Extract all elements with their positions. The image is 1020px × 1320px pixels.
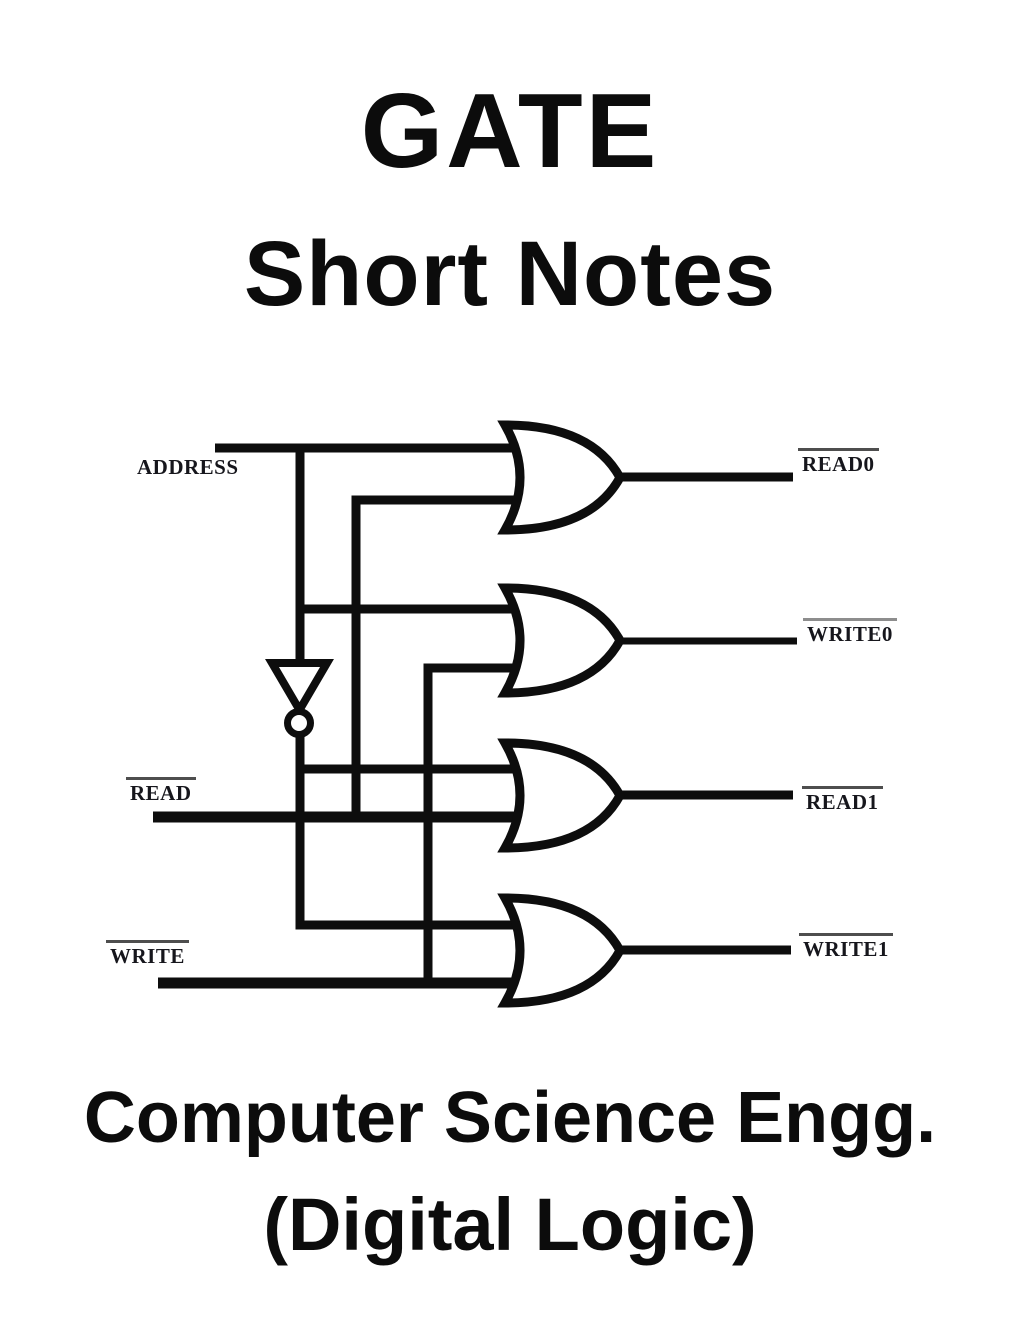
output-label-write0-text: WRITE0 [803,618,897,645]
output-label-write1: WRITE1 [799,933,893,960]
or-gate-read0 [497,420,626,535]
footer-line2: (Digital Logic) [263,1183,757,1266]
input-label-read: READ [126,777,196,804]
output-label-write0: WRITE0 [803,618,897,645]
output-label-write1-text: WRITE1 [799,933,893,960]
input-label-address: ADDRESS [137,457,239,478]
output-label-read1: READ1 [802,786,883,813]
not-gate-triangle [265,659,334,718]
subtitle: Short Notes [243,223,777,325]
input-label-write-text: WRITE [106,940,189,967]
input-label-write: WRITE [106,940,189,967]
footer-line1: Computer Science Engg. [83,1078,937,1158]
or-gate-write0 [497,583,626,698]
input-label-read-text: READ [126,777,196,804]
or-gate-write1 [497,893,626,1008]
input-label-address-text: ADDRESS [137,455,239,479]
output-label-read1-text: READ1 [802,786,883,813]
output-label-read0: READ0 [798,448,879,475]
output-label-read0-text: READ0 [798,448,879,475]
not-gate-bubble [284,708,314,738]
or-gate-read1 [497,738,626,853]
main-title: GATE [360,72,660,190]
not-gate [265,659,334,738]
